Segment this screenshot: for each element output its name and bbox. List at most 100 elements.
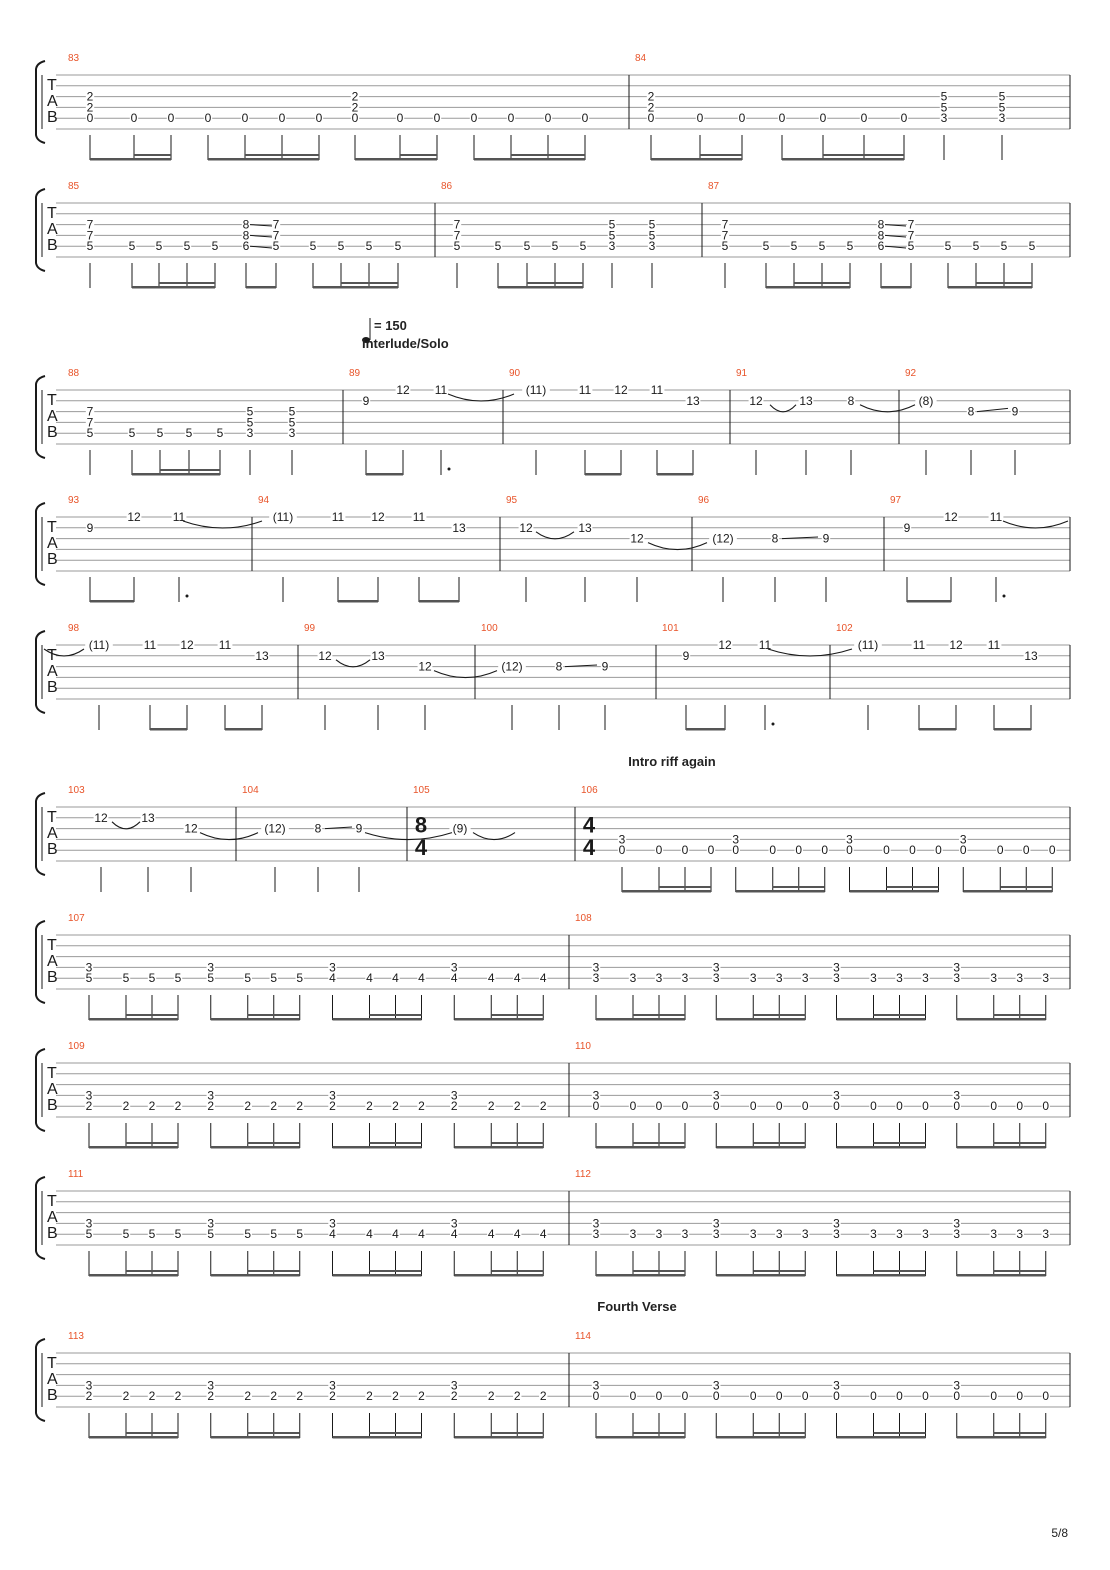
- fret-mask: [206, 1218, 215, 1229]
- fret-mask: [680, 1101, 690, 1112]
- fret-mask: [330, 512, 346, 522]
- time-signature-bottom: 4: [415, 835, 428, 860]
- fret-mask: [646, 91, 656, 102]
- fret-mask: [647, 230, 657, 241]
- fret-mask: [959, 834, 968, 845]
- fret-number: 5: [207, 971, 214, 985]
- beam-secondary: [1000, 886, 1053, 888]
- fret-number: 2: [329, 1099, 336, 1113]
- tab-clef-letter: T: [47, 205, 57, 222]
- fret-mask: [539, 1229, 548, 1240]
- fret-number: 0: [870, 1099, 877, 1113]
- fret-number: 3: [922, 1227, 929, 1241]
- fret-mask: [487, 1101, 496, 1112]
- fret-mask: [895, 1391, 904, 1402]
- fret-mask: [915, 395, 937, 406]
- fret-mask: [832, 1101, 841, 1112]
- tab-clef-letter: A: [47, 1209, 58, 1226]
- fret-mask: [241, 219, 251, 230]
- beam: [716, 1436, 806, 1439]
- tab-clef-letter: T: [47, 647, 57, 664]
- fret-mask: [554, 661, 564, 672]
- fret-mask: [240, 113, 250, 124]
- fret-number: 13: [141, 811, 155, 825]
- beam-secondary: [993, 1270, 1046, 1272]
- fret-number: 2: [207, 1099, 214, 1113]
- fret-mask: [706, 845, 716, 856]
- fret-number: 5: [149, 1227, 156, 1241]
- fret-mask: [607, 241, 617, 252]
- fret-mask: [432, 113, 442, 124]
- beam-secondary: [134, 154, 171, 156]
- fret-number: 4: [514, 1227, 521, 1241]
- fret-mask: [845, 834, 854, 845]
- beam-secondary: [369, 1142, 422, 1144]
- fret-number: 0: [656, 1389, 663, 1403]
- measure-number: 91: [736, 368, 748, 379]
- fret-mask: [989, 1229, 998, 1240]
- tab-clef-letter: B: [47, 424, 58, 441]
- beam: [90, 600, 134, 603]
- fret-mask: [391, 973, 400, 984]
- fret-mask: [269, 1229, 278, 1240]
- fret-mask: [845, 845, 854, 856]
- beam: [881, 286, 911, 289]
- fret-number: 8: [556, 660, 563, 674]
- fret-mask: [712, 1229, 721, 1240]
- fret-mask: [85, 428, 95, 439]
- fret-number: 4: [514, 971, 521, 985]
- fret-mask: [801, 1391, 810, 1402]
- tab-clef-letter: B: [47, 237, 58, 254]
- beam: [246, 286, 276, 289]
- fret-mask: [959, 845, 968, 856]
- beam: [836, 1018, 926, 1021]
- beam: [132, 286, 215, 289]
- fret-number: 0: [593, 1389, 600, 1403]
- fret-number: 3: [593, 1216, 600, 1230]
- measure-number: 98: [68, 623, 80, 634]
- fret-number: 5: [908, 239, 915, 253]
- beam-secondary: [126, 1014, 178, 1016]
- tempo-note-head: [362, 337, 370, 343]
- fret-number: 4: [392, 1227, 399, 1241]
- fret-mask: [761, 241, 771, 252]
- fret-number: 0: [922, 1389, 929, 1403]
- fret-number: 2: [207, 1389, 214, 1403]
- fret-number: 0: [802, 1389, 809, 1403]
- beam: [596, 1146, 685, 1149]
- fret-number: 3: [870, 1227, 877, 1241]
- fret-mask: [971, 241, 981, 252]
- fret-number: 3: [953, 1227, 960, 1241]
- fret-number: 0: [935, 843, 942, 857]
- fret-mask: [591, 962, 601, 973]
- beam-secondary: [753, 1014, 806, 1016]
- fret-mask: [680, 1391, 690, 1402]
- fret-number: 5: [289, 415, 296, 429]
- fret-mask: [680, 1229, 690, 1240]
- fret-mask: [712, 1090, 721, 1101]
- fret-mask: [127, 241, 137, 252]
- beam-secondary: [873, 1014, 926, 1016]
- fret-mask: [986, 640, 1002, 650]
- fret-number: 0: [697, 111, 704, 125]
- fret-number: (8): [919, 394, 934, 408]
- fret-mask: [712, 973, 721, 984]
- beam: [956, 1146, 1046, 1149]
- fret-mask: [989, 1101, 998, 1112]
- fret-number: 2: [123, 1099, 130, 1113]
- fret-mask: [85, 91, 95, 102]
- fret-number: 2: [540, 1389, 547, 1403]
- rhythm-dot: [771, 722, 775, 726]
- fret-number: 4: [451, 971, 458, 985]
- fret-number: 4: [366, 971, 373, 985]
- beam-secondary: [993, 1142, 1046, 1144]
